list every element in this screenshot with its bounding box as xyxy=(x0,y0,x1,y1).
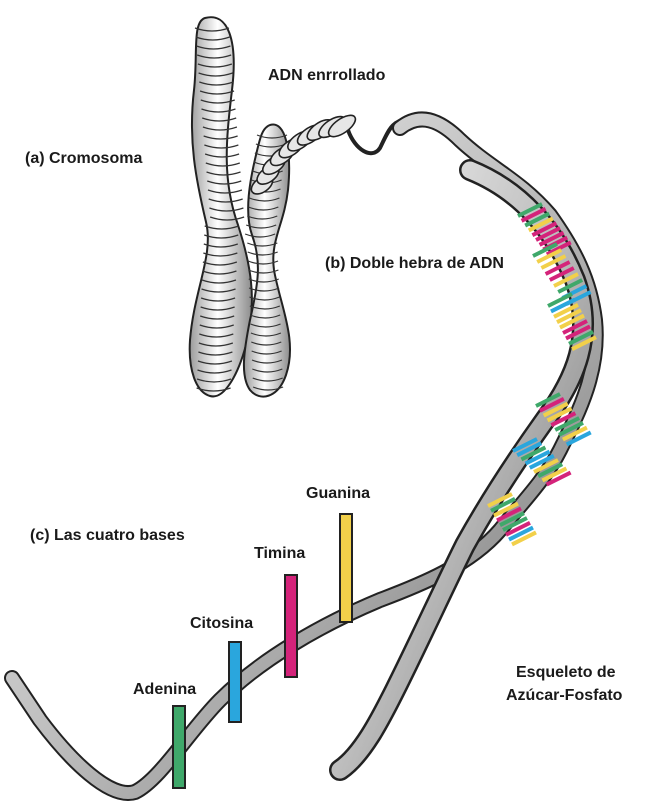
label-cuatro-bases: (c) Las cuatro bases xyxy=(30,527,185,544)
label-citosina: Citosina xyxy=(190,615,253,632)
base-adenina xyxy=(173,706,185,788)
label-adn-enrollado: ADN enrrollado xyxy=(268,67,386,84)
base-guanina xyxy=(340,514,352,622)
label-timina: Timina xyxy=(254,545,305,562)
label-adenina: Adenina xyxy=(133,681,196,698)
label-guanina: Guanina xyxy=(306,485,370,502)
base-citosina xyxy=(229,642,241,722)
label-esqueleto-line1: Esqueleto de xyxy=(516,664,616,681)
label-cromosoma: (a) Cromosoma xyxy=(25,150,142,167)
chromatid-left xyxy=(190,17,252,396)
label-esqueleto-line2: Azúcar-Fosfato xyxy=(506,687,623,704)
label-doble-hebra: (b) Doble hebra de ADN xyxy=(325,255,504,272)
base-timina xyxy=(285,575,297,677)
